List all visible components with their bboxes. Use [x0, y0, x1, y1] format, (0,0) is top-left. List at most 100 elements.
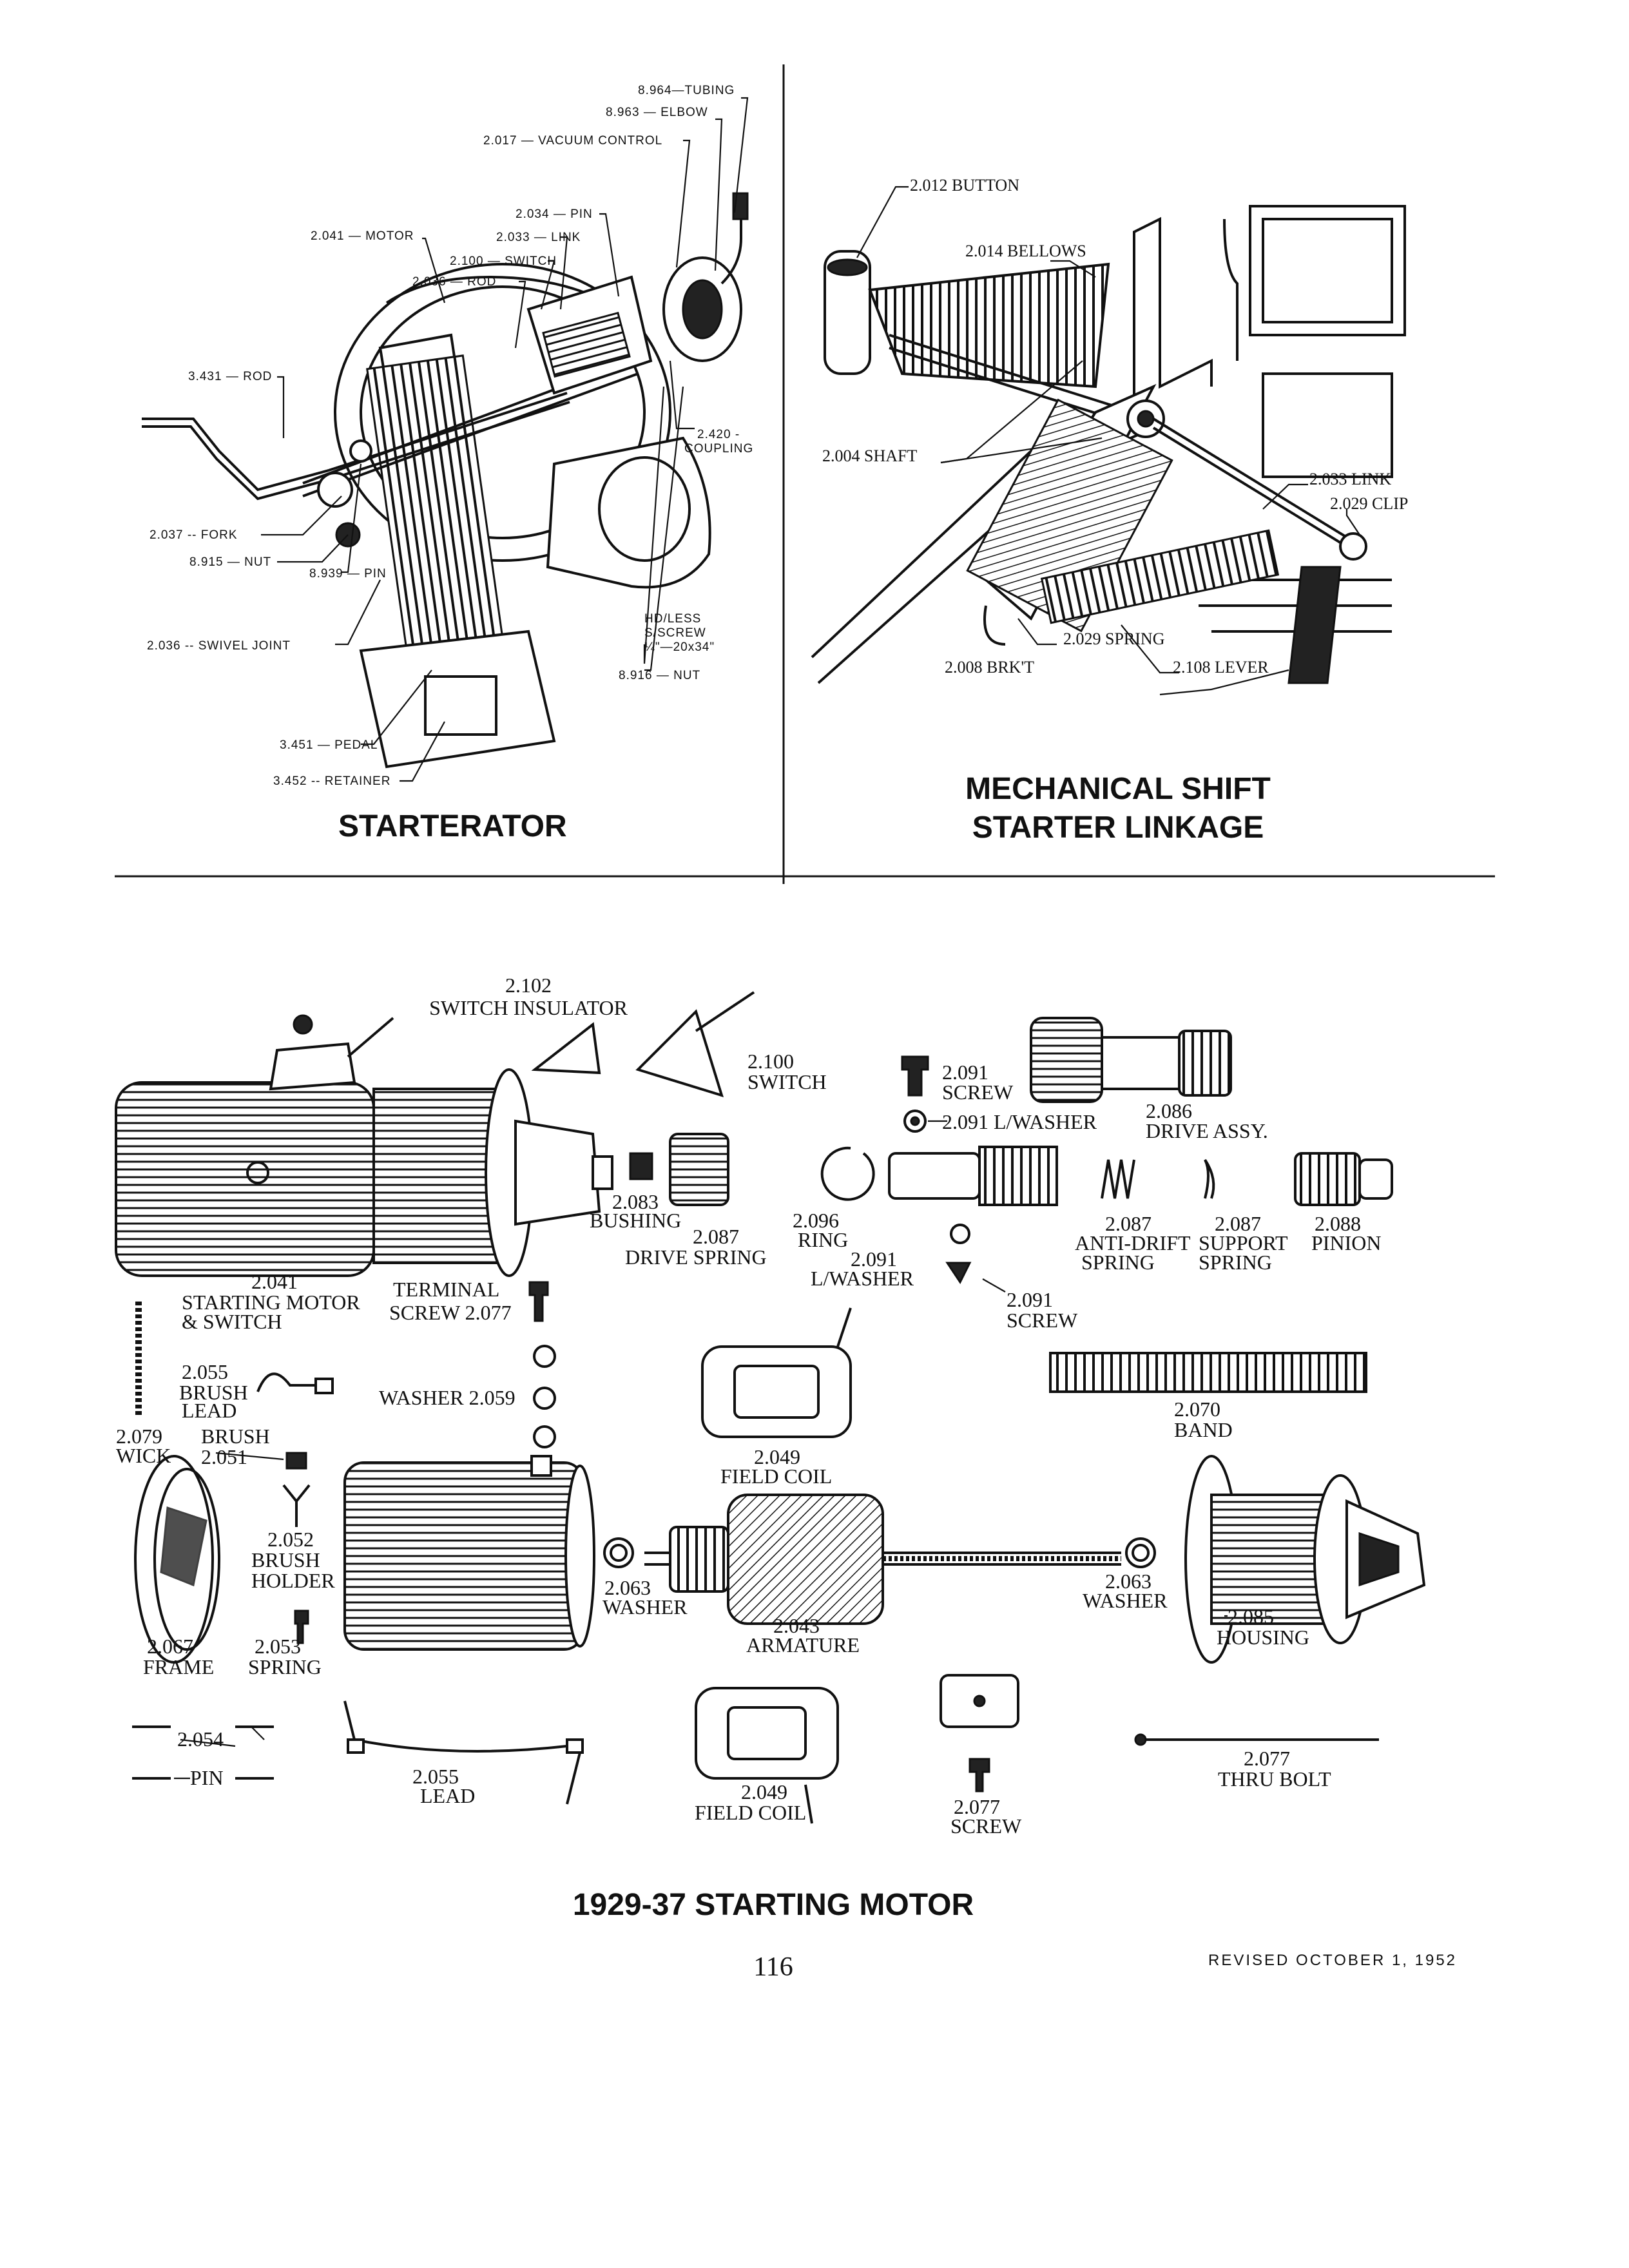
- label-support-1: SUPPORT: [1199, 1231, 1288, 1254]
- label-insulator-name: SWITCH INSULATOR: [429, 996, 628, 1019]
- label-ring-name: RING: [798, 1228, 848, 1251]
- label-brkt: 2.008 BRK'T: [945, 658, 1034, 677]
- starterator-panel: 8.964—TUBING 8.963 — ELBOW 2.017 — VACUU…: [142, 84, 753, 843]
- label-swivel-joint: 2.036 -- SWIVEL JOINT: [147, 639, 291, 653]
- label-pin-num: 2.054: [177, 1727, 224, 1751]
- linkage-panel: 2.012 BUTTON 2.014 BELLOWS 2.004 SHAFT 2…: [811, 176, 1408, 845]
- starting-motor-panel: 2.102 SWITCH INSULATOR 2.100 SWITCH 2.09…: [115, 974, 1426, 1922]
- label-brush-holder-num: 2.052: [267, 1528, 314, 1551]
- label-screw2-name: SCREW: [1007, 1309, 1078, 1332]
- label-button: 2.012 BUTTON: [910, 176, 1019, 195]
- label-hd-2: S/SCREW: [644, 626, 706, 640]
- starting-motor-leaders: [174, 1120, 1228, 1780]
- label-motor-num: 2.041: [251, 1270, 298, 1293]
- label-pinion-num: 2.088: [1315, 1212, 1361, 1235]
- label-motor: 2.041 — MOTOR: [311, 229, 414, 243]
- revised-date: REVISED OCTOBER 1, 1952: [1208, 1952, 1457, 1969]
- label-brush-name: BRUSH: [201, 1425, 270, 1448]
- label-screw3-name: SCREW: [950, 1814, 1022, 1838]
- page-number: 116: [753, 1952, 793, 1982]
- starting-motor-illustration: [115, 991, 1426, 1824]
- label-retainer: 3.452 -- RETAINER: [273, 774, 390, 788]
- label-coupling-2: COUPLING: [684, 442, 753, 456]
- label-washer-right-name: WASHER: [1083, 1589, 1168, 1612]
- label-wick-num: 2.079: [116, 1425, 162, 1448]
- label-frame-name: FRAME: [143, 1655, 214, 1678]
- starterator-illustration: [142, 192, 749, 769]
- label-brush-lead-2: LEAD: [182, 1399, 236, 1422]
- label-antidrift-num: 2.087: [1105, 1212, 1152, 1235]
- label-antidrift-2: SPRING: [1081, 1251, 1155, 1274]
- label-vacuum-control: 2.017 — VACUUM CONTROL: [483, 134, 662, 148]
- label-hd-3: ¼"—20x34": [644, 640, 715, 654]
- label-rod-top: 2.036 — ROD: [412, 275, 496, 289]
- label-switch: 2.100 — SWITCH: [450, 255, 557, 268]
- label-field-coil-bot-num: 2.049: [741, 1780, 787, 1803]
- label-armature-name: ARMATURE: [746, 1633, 860, 1657]
- label-nut-right: 8.916 — NUT: [619, 669, 700, 682]
- label-brush-lead-num: 2.055: [182, 1360, 228, 1383]
- label-drive-spring-name: DRIVE SPRING: [625, 1245, 767, 1269]
- label-spring-num: 2.053: [255, 1635, 301, 1658]
- linkage-illustration: [811, 205, 1406, 684]
- label-drive-num: 2.086: [1146, 1099, 1192, 1122]
- starterator-title: STARTERATOR: [338, 809, 567, 843]
- label-antidrift-1: ANTI-DRIFT: [1075, 1231, 1191, 1254]
- label-pin-bottom: 8.939 — PIN: [309, 567, 387, 581]
- label-brush-holder-2: HOLDER: [251, 1569, 335, 1592]
- label-field-coil-bot-name: FIELD COIL: [695, 1801, 806, 1824]
- label-bushing-num: 2.083: [612, 1190, 659, 1213]
- label-frame-num: 2.067: [147, 1635, 193, 1658]
- label-link: 2.033 LINK: [1309, 470, 1391, 488]
- linkage-title-line2: STARTER LINKAGE: [972, 811, 1264, 845]
- label-screw3-num: 2.077: [954, 1795, 1000, 1818]
- label-housing-num: 2.085: [1228, 1605, 1274, 1628]
- label-terminal-1: TERMINAL: [393, 1278, 499, 1301]
- label-pin-name: PIN: [190, 1766, 224, 1789]
- label-switch-num: 2.100: [747, 1050, 794, 1073]
- label-spring-name: SPRING: [248, 1655, 322, 1678]
- starterator-leaders: [261, 97, 749, 782]
- label-terminal-2: SCREW 2.077: [389, 1301, 512, 1324]
- label-brush-num: 2.051: [201, 1445, 247, 1468]
- linkage-leaders: [856, 186, 1360, 696]
- label-insulator-num: 2.102: [505, 974, 552, 997]
- label-screw-num: 2.091: [942, 1061, 988, 1084]
- label-pinion-name: PINION: [1311, 1231, 1381, 1254]
- label-bushing-name: BUSHING: [590, 1209, 681, 1232]
- label-lead-num: 2.055: [412, 1765, 459, 1788]
- label-washer-right-num: 2.063: [1105, 1570, 1152, 1593]
- label-link: 2.033 — LINK: [496, 231, 581, 244]
- label-tubing: 8.964—TUBING: [638, 84, 735, 97]
- label-lever: 2.108 LEVER: [1173, 658, 1269, 677]
- label-nut-left: 8.915 — NUT: [189, 555, 271, 569]
- label-washer-2059: WASHER 2.059: [379, 1386, 516, 1409]
- label-motor-1: STARTING MOTOR: [182, 1291, 360, 1314]
- label-rod-left: 3.431 — ROD: [188, 370, 272, 383]
- label-coupling-1: 2.420 -: [697, 428, 740, 441]
- label-bellows: 2.014 BELLOWS: [965, 242, 1086, 260]
- label-pedal: 3.451 — PEDAL: [280, 738, 378, 752]
- label-thru-bolt-name: THRU BOLT: [1218, 1767, 1331, 1791]
- label-lwasher-top: 2.091 L/WASHER: [942, 1110, 1097, 1133]
- label-band-num: 2.070: [1174, 1398, 1220, 1421]
- label-housing-name: HOUSING: [1217, 1626, 1309, 1649]
- label-support-2: SPRING: [1199, 1251, 1272, 1274]
- label-pin-top: 2.034 — PIN: [516, 207, 593, 221]
- label-motor-2: & SWITCH: [182, 1310, 282, 1333]
- label-screw2-num: 2.091: [1007, 1288, 1053, 1311]
- label-ring-num: 2.096: [793, 1209, 839, 1232]
- label-brush-lead-1: BRUSH: [179, 1381, 248, 1404]
- label-washer-left-num: 2.063: [604, 1576, 651, 1599]
- label-thru-bolt-num: 2.077: [1244, 1747, 1290, 1770]
- label-shaft: 2.004 SHAFT: [822, 447, 917, 465]
- label-hd-1: HD/LESS: [644, 612, 701, 626]
- starting-motor-title: 1929-37 STARTING MOTOR: [573, 1888, 974, 1922]
- label-lead-name: LEAD: [420, 1784, 475, 1807]
- label-brush-holder-1: BRUSH: [251, 1548, 320, 1571]
- label-field-coil-top-num: 2.049: [754, 1445, 800, 1468]
- label-drive-name: DRIVE ASSY.: [1146, 1119, 1268, 1142]
- label-band-name: BAND: [1174, 1418, 1233, 1441]
- label-fork: 2.037 -- FORK: [149, 528, 238, 542]
